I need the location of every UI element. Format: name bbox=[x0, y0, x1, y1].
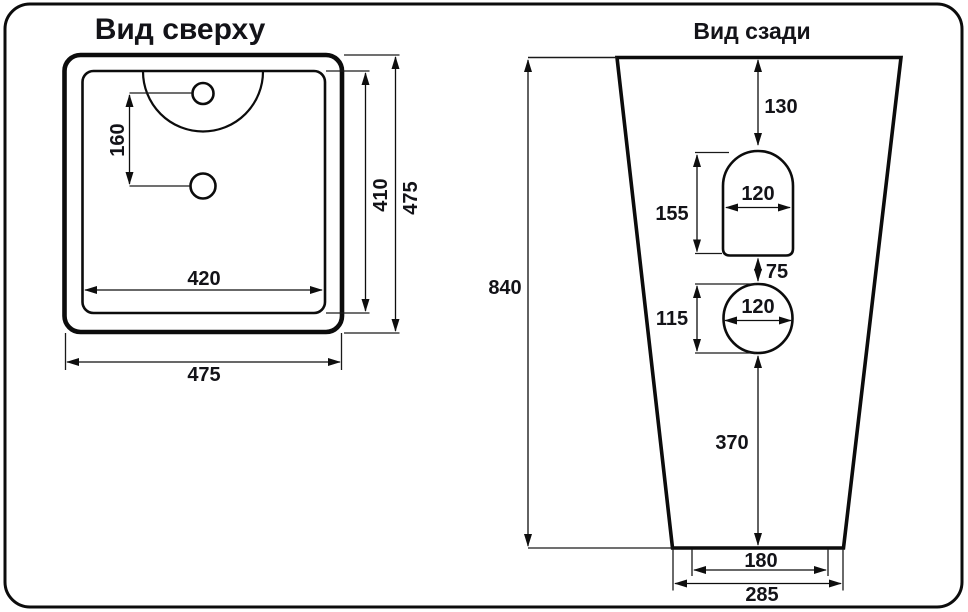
dim-label-hole-height: 115 bbox=[656, 308, 688, 330]
drain-hole bbox=[722, 282, 794, 355]
dim-label-outer-depth: 475 bbox=[400, 181, 422, 214]
dim-label-outer-width: 475 bbox=[187, 364, 220, 386]
dim-label-hole-width: 120 bbox=[741, 296, 774, 318]
bowl-arc bbox=[141, 71, 265, 133]
dim-label-hole-spacing: 160 bbox=[107, 123, 129, 156]
top-view: Вид сверху 160 420 475 410 475 bbox=[62, 13, 422, 386]
dim-label-opening-width: 120 bbox=[741, 183, 774, 205]
back-view: Вид сзади 840 130 155 120 75 115 bbox=[488, 18, 904, 606]
back-view-title: Вид сзади bbox=[693, 18, 810, 44]
basin-outer-rim bbox=[62, 52, 345, 335]
dim-label-hole-to-floor: 370 bbox=[715, 432, 748, 454]
page-border bbox=[3, 2, 964, 609]
basin-inner-bowl bbox=[81, 69, 327, 315]
top-view-title: Вид сверху bbox=[95, 13, 266, 46]
dim-label-base-inner-width: 180 bbox=[744, 550, 777, 572]
dim-label-gap: 75 bbox=[766, 261, 788, 283]
dim-label-base-width: 285 bbox=[745, 584, 778, 606]
faucet-hole-bottom bbox=[189, 172, 217, 200]
dim-label-opening-height: 155 bbox=[655, 203, 688, 225]
dim-label-total-height: 840 bbox=[488, 277, 521, 299]
arch-opening bbox=[721, 149, 795, 257]
dim-label-inner-depth: 410 bbox=[370, 178, 392, 211]
dim-label-inner-width: 420 bbox=[187, 268, 220, 290]
dim-label-top-to-opening: 130 bbox=[764, 96, 797, 118]
faucet-hole-top bbox=[191, 81, 215, 106]
